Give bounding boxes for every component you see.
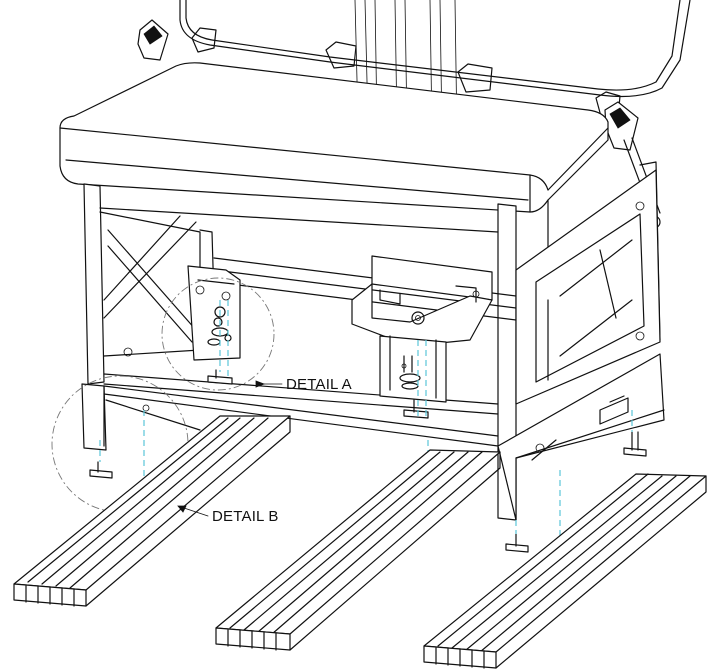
floor-rail-right	[423, 473, 707, 669]
detail-b-label: DETAIL B	[212, 508, 279, 525]
t-bolts	[89, 369, 647, 553]
latch-left	[137, 19, 169, 61]
detail-b-callout: DETAIL B	[177, 505, 279, 525]
detail-a-callout: DETAIL A	[255, 376, 352, 393]
floor-rail-left	[13, 415, 291, 607]
seat-cushion	[59, 62, 609, 269]
seat-frame	[81, 161, 665, 521]
center-bracket	[351, 255, 493, 403]
floor-rail-center	[215, 449, 501, 651]
detail-a-circle	[161, 277, 275, 391]
latch-right	[604, 101, 639, 151]
detail-a-label: DETAIL A	[286, 376, 352, 393]
